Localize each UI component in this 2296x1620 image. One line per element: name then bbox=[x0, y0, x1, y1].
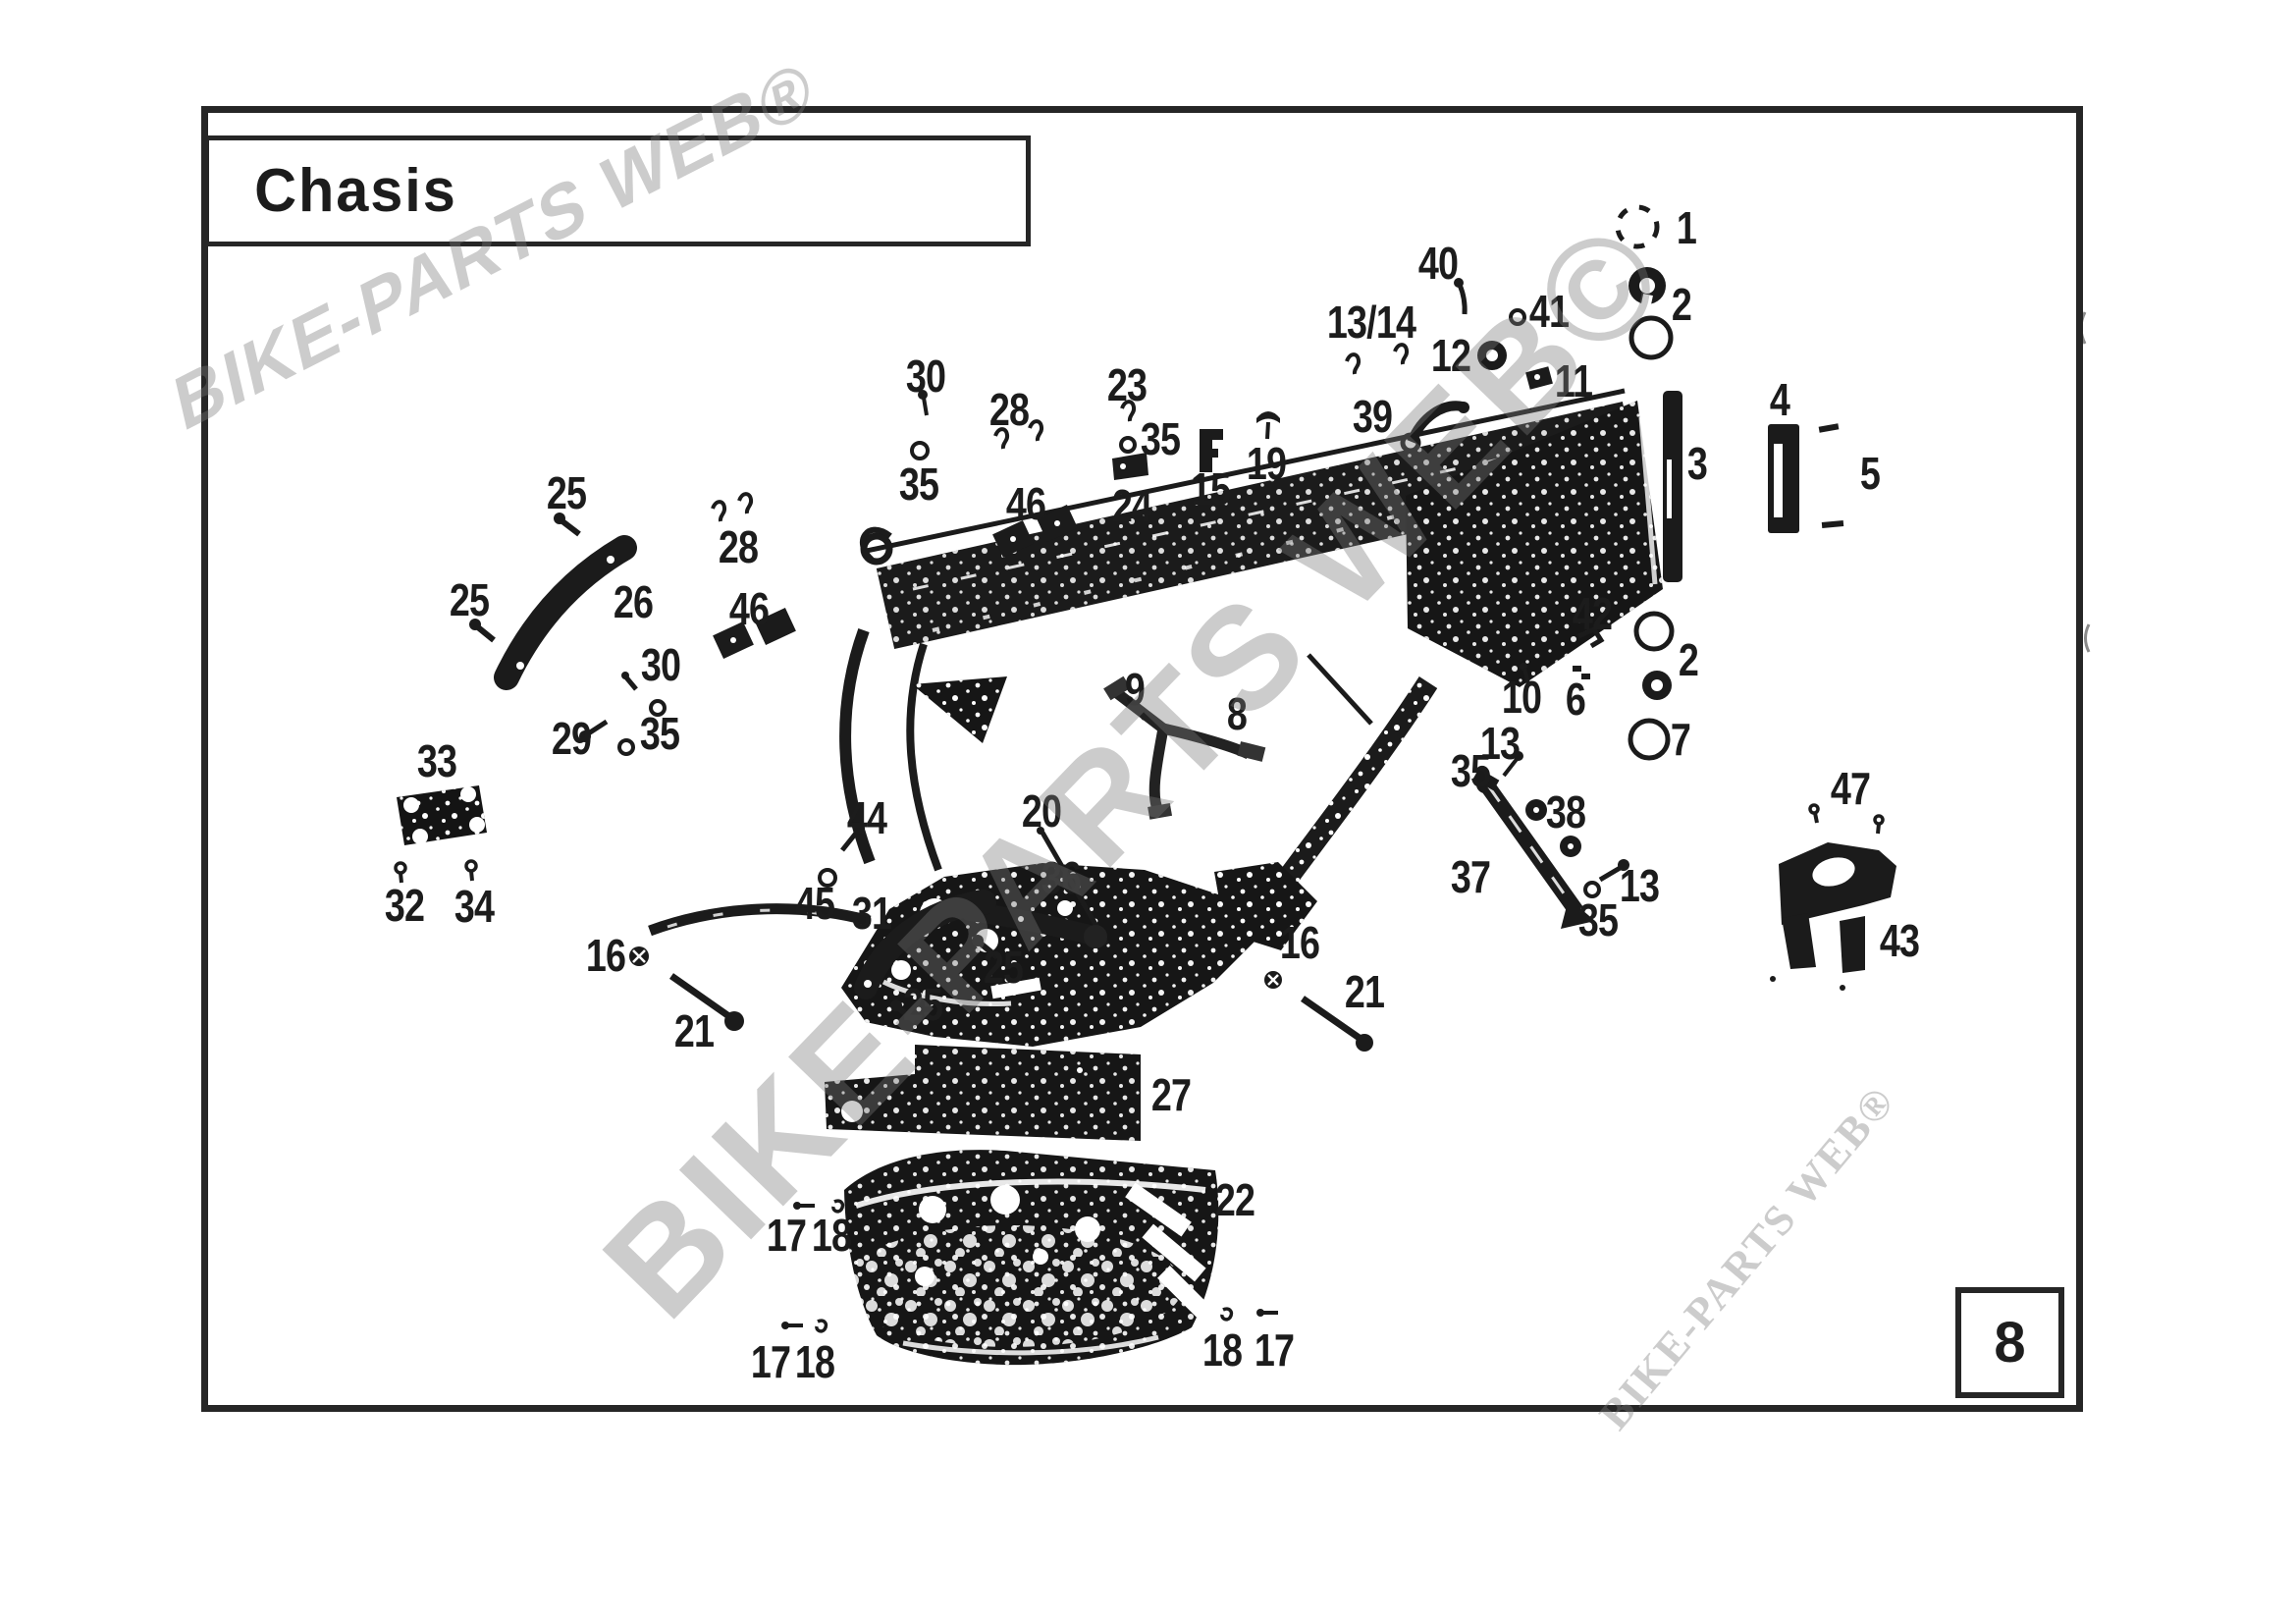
part-13-14-hooks bbox=[1345, 343, 1410, 375]
part-33-plate bbox=[397, 785, 487, 845]
part-31-brace bbox=[854, 890, 996, 999]
part-40-bolt bbox=[1454, 278, 1468, 315]
part-28-hooks-top bbox=[993, 419, 1044, 450]
part-25-screw-mid-a bbox=[972, 935, 999, 960]
part-16-bolt-right bbox=[1264, 971, 1282, 989]
part-3-steering-stem bbox=[1663, 391, 1682, 582]
part-16-bolt-left bbox=[629, 946, 649, 966]
part-30-screw-top bbox=[918, 390, 929, 416]
part-17-18-fasteners-right bbox=[1220, 1307, 1278, 1322]
frame-lower-rail bbox=[648, 903, 872, 937]
part-25-screw-left bbox=[469, 619, 496, 643]
part-35-washer-b bbox=[1583, 881, 1601, 898]
part-28-hooks-left bbox=[711, 492, 754, 522]
part-19-plug bbox=[1256, 411, 1280, 440]
part-17-18-fasteners-lower-left bbox=[781, 1319, 828, 1333]
part-13-screw-lower bbox=[1598, 859, 1629, 883]
part-26-brace bbox=[494, 535, 637, 690]
page-title: Chasis bbox=[254, 157, 457, 225]
part-47-screws bbox=[1808, 803, 1885, 835]
part-6-clip bbox=[1573, 666, 1590, 679]
part-1-bearing-race bbox=[1615, 204, 1660, 249]
part-2-bearing-upper bbox=[1629, 315, 1674, 360]
part-37-strut bbox=[1472, 768, 1595, 929]
part-46-pads-left bbox=[713, 608, 796, 659]
part-17-18-fasteners-upper-left bbox=[793, 1199, 845, 1214]
part-25-screw-topleft bbox=[554, 513, 581, 537]
part-15-bracket bbox=[1200, 429, 1223, 472]
part-30-pin-mid bbox=[621, 672, 667, 717]
frame-pivot-cluster bbox=[841, 863, 1262, 1047]
part-38-bumpers bbox=[1525, 799, 1581, 857]
part-35-washer-c bbox=[910, 441, 930, 460]
part-10-bolt bbox=[1520, 663, 1530, 685]
part-4-plate bbox=[1768, 424, 1799, 533]
part-2-bearing-lower bbox=[1633, 611, 1675, 700]
part-7-oring bbox=[1628, 718, 1671, 761]
page-edge-marks bbox=[2079, 311, 2091, 653]
part-8-bracket bbox=[1103, 675, 1266, 820]
title-box: Chasis bbox=[204, 135, 1031, 246]
part-45-ring bbox=[818, 868, 837, 888]
page-number: 8 bbox=[1994, 1311, 2026, 1375]
frame-head-gusset bbox=[1406, 401, 1663, 687]
part-43-chain-guide bbox=[1770, 842, 1896, 991]
part-11-clip bbox=[1525, 366, 1553, 390]
part-5-pin-marks bbox=[1818, 423, 1844, 528]
part-24-pad bbox=[1112, 453, 1148, 480]
part-25-screw-mid-b bbox=[890, 999, 917, 1024]
part-41-washer bbox=[1509, 308, 1526, 326]
part-21-pin-left bbox=[668, 973, 744, 1031]
part-21-pin-right bbox=[1301, 996, 1373, 1052]
part-27-mount-plate bbox=[825, 1045, 1141, 1141]
part-upper-cone-ring bbox=[1629, 267, 1666, 306]
part-13-pin-upper bbox=[1502, 751, 1523, 778]
part-44-screw bbox=[840, 823, 865, 852]
part-29-bolt bbox=[579, 719, 635, 756]
part-23-hook bbox=[1119, 400, 1137, 454]
part-22-skid-plate bbox=[839, 1150, 1219, 1366]
part-32-screw bbox=[394, 861, 407, 884]
part-42-clip bbox=[1576, 625, 1605, 649]
part-12-ring bbox=[1477, 341, 1507, 370]
frame-rear-dropout bbox=[1214, 862, 1317, 950]
page-number-box: 8 bbox=[1955, 1287, 2064, 1398]
part-39-clamp bbox=[1400, 401, 1469, 454]
part-34-screw bbox=[464, 859, 478, 882]
part-46-pads-right bbox=[992, 505, 1078, 558]
